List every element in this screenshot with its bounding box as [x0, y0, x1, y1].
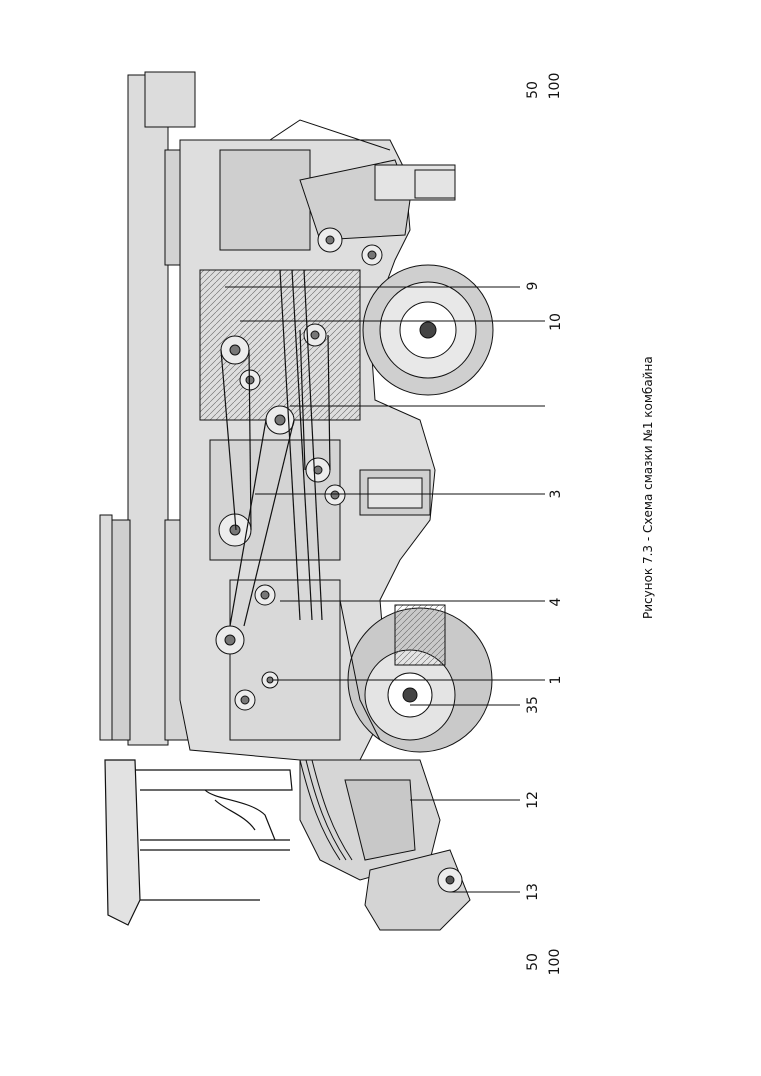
callout-12: 12: [525, 791, 541, 809]
belts: [220, 269, 331, 627]
margin-mark-bottom-50: 50: [525, 953, 541, 971]
callout-4: 4: [548, 597, 564, 607]
feeder-house: [299, 759, 471, 931]
engine-box: [359, 469, 431, 516]
figure-caption: Рисунок 7.3 - Схема смазки №1 комбайна: [641, 356, 655, 619]
callout-9: 9: [525, 281, 541, 291]
callout-35: 35: [525, 696, 541, 714]
hydraulic-lines: [269, 119, 391, 861]
callout-1: 1: [548, 675, 564, 685]
rear-radiator: [299, 159, 456, 241]
callout-10: 10: [548, 313, 564, 331]
margin-mark-top-100: 100: [547, 72, 563, 100]
callout-3: 3: [548, 489, 564, 499]
header-reel-frame: [104, 759, 293, 926]
leader-lines: [225, 286, 545, 893]
rear-wheel: [362, 264, 494, 396]
pulleys: [215, 227, 383, 711]
callout-13: 13: [525, 883, 541, 901]
main-body: [179, 139, 436, 761]
margin-mark-top-50: 50: [525, 81, 541, 99]
margin-mark-bottom-100: 100: [547, 948, 563, 976]
